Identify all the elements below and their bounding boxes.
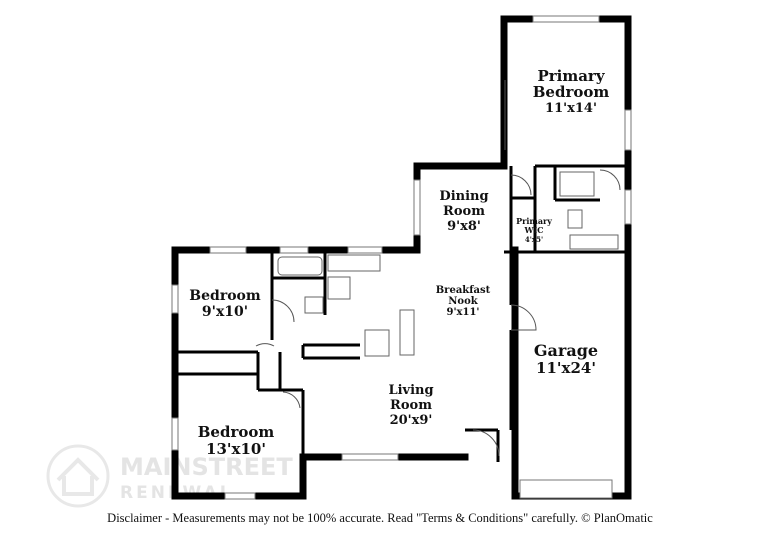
doors [255, 80, 621, 457]
breakfast-nook-name1: Breakfast [436, 285, 491, 296]
primary-wic-dims: 4'x5' [525, 235, 543, 244]
windows [171, 15, 632, 500]
bedroom-2-dims: 13'x10' [206, 440, 266, 458]
primary-bedroom-name2: Bedroom [533, 83, 610, 101]
pantry-icon [399, 309, 415, 356]
living-room-name2: Room [390, 398, 432, 413]
dining-room-name1: Dining [439, 189, 488, 204]
primary-wic-name1: Primary [516, 216, 552, 226]
bedroom-1-name: Bedroom [189, 288, 261, 304]
watermark-line1: MAINSTREET [120, 453, 293, 481]
watermark-logo-icon [46, 444, 110, 508]
shower-icon [559, 171, 595, 197]
primary-bedroom-dims: 11'x14' [545, 101, 597, 116]
breakfast-nook-dims: 9'x11' [447, 307, 480, 318]
dining-room-name2: Room [443, 204, 485, 219]
primary-toilet-icon [567, 209, 583, 229]
bedroom-2-name: Bedroom [198, 423, 275, 441]
primary-bedroom-name1: Primary [537, 67, 605, 85]
stove-icon [327, 276, 351, 300]
dining-room-dims: 9'x8' [447, 219, 481, 234]
interior-walls [175, 164, 628, 462]
living-room-dims: 20'x9' [390, 413, 433, 428]
kitchen-sink-icon [327, 254, 381, 272]
stair-icon [364, 329, 390, 357]
garage-name: Garage [534, 341, 598, 360]
living-room-name1: Living [388, 383, 433, 398]
toilet-icon [304, 296, 324, 314]
disclaimer-text: Disclaimer - Measurements may not be 100… [107, 511, 653, 525]
breakfast-nook-name2: Nook [448, 296, 478, 307]
primary-wic-name2: WIC [523, 225, 543, 235]
fixtures [277, 171, 619, 357]
room-labels: Primary Bedroom 11'x14' Dining Room 9'x8… [189, 67, 609, 458]
vanity-icon [569, 234, 619, 250]
garage-dims: 11'x24' [536, 359, 596, 377]
bathtub-icon [277, 256, 323, 276]
bedroom-1-dims: 9'x10' [202, 304, 248, 320]
